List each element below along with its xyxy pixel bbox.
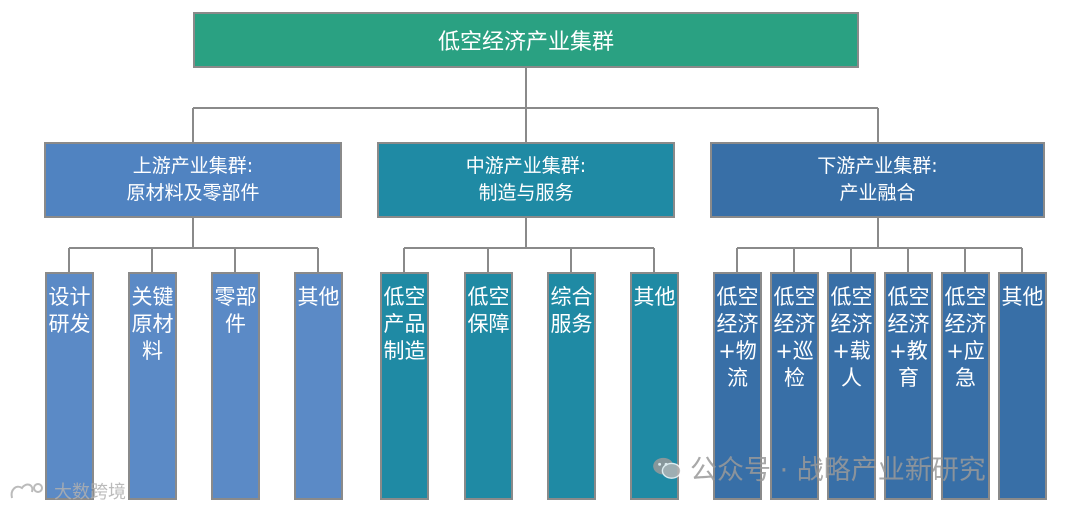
leaf-label: 低空经济+物流 bbox=[716, 285, 759, 390]
group-title: 下游产业集群: bbox=[817, 155, 938, 177]
wechat-icon bbox=[653, 457, 682, 479]
group-title: 上游产业集群: bbox=[132, 155, 254, 177]
leaf-label: 综合服务 bbox=[550, 285, 593, 336]
watermark-logo: 大数跨境 bbox=[8, 478, 126, 504]
group-upstream: 上游产业集群: 原材料及零部件 bbox=[44, 142, 342, 218]
leaf-label: 低空经济+应急 bbox=[944, 285, 987, 390]
leaf-node: 低空经济+巡检 bbox=[770, 272, 819, 500]
leaf-label: 低空经济+载人 bbox=[830, 285, 873, 390]
leaf-label: 低空经济+教育 bbox=[887, 285, 930, 390]
leaf-label: 其他 bbox=[297, 285, 340, 309]
leaf-node: 低空经济+应急 bbox=[941, 272, 990, 500]
watermark-text: 公众号 · 战略产业新研究 bbox=[690, 455, 986, 486]
leaf-node: 其他 bbox=[294, 272, 343, 500]
leaf-label: 低空产品制造 bbox=[383, 285, 426, 363]
leaf-label: 关键原材料 bbox=[131, 285, 174, 363]
leaf-node: 低空经济+物流 bbox=[713, 272, 762, 500]
group-subtitle: 产业融合 bbox=[839, 182, 916, 204]
leaf-label: 低空经济+巡检 bbox=[773, 285, 816, 390]
leaf-node: 设计研发 bbox=[45, 272, 94, 500]
root-label: 低空经济产业集群 bbox=[437, 30, 614, 55]
leaf-node: 低空经济+载人 bbox=[827, 272, 876, 500]
group-subtitle: 原材料及零部件 bbox=[126, 182, 260, 204]
leaf-node: 其他 bbox=[998, 272, 1047, 500]
watermark-text: 大数跨境 bbox=[54, 482, 126, 503]
group-subtitle: 制造与服务 bbox=[478, 182, 574, 204]
leaf-label: 设计研发 bbox=[48, 285, 91, 336]
leaf-node: 综合服务 bbox=[547, 272, 596, 500]
leaf-label: 低空保障 bbox=[467, 285, 510, 336]
leaf-node: 低空保障 bbox=[464, 272, 513, 500]
watermark-wechat: 公众号 · 战略产业新研究 bbox=[652, 448, 986, 487]
brand-logo-icon bbox=[10, 483, 43, 499]
leaf-label: 其他 bbox=[633, 285, 676, 309]
group-title: 中游产业集群: bbox=[465, 155, 587, 177]
leaf-node: 低空经济+教育 bbox=[884, 272, 933, 500]
leaf-node: 关键原材料 bbox=[128, 272, 177, 500]
root-node: 低空经济产业集群 bbox=[193, 12, 859, 68]
leaf-node: 零部件 bbox=[211, 272, 260, 500]
group-midstream: 中游产业集群: 制造与服务 bbox=[377, 142, 675, 218]
leaf-node: 低空产品制造 bbox=[380, 272, 429, 500]
leaf-label: 其他 bbox=[1001, 285, 1044, 309]
group-downstream: 下游产业集群: 产业融合 bbox=[710, 142, 1045, 218]
leaf-label: 零部件 bbox=[214, 285, 257, 336]
